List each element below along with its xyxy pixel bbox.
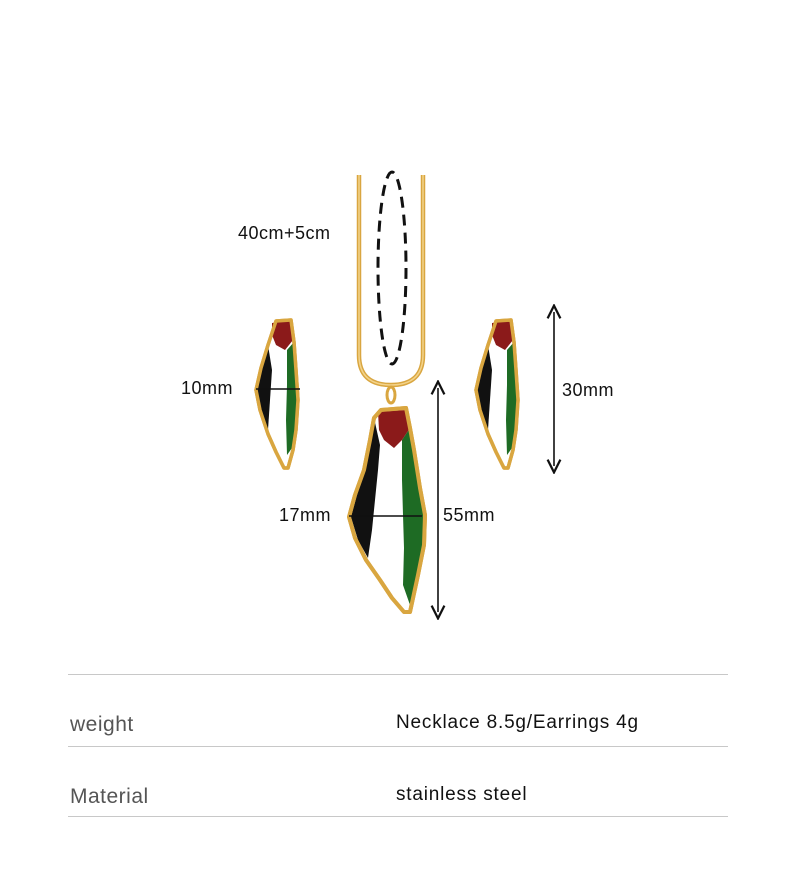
necklace-chain <box>356 175 426 405</box>
spec-value-weight: Necklace 8.5g/Earrings 4g <box>396 712 639 733</box>
right-earring <box>474 318 520 470</box>
earring-width-label: 10mm <box>181 378 234 398</box>
left-earring <box>254 318 300 470</box>
pendant-width-label: 17mm <box>279 505 332 525</box>
pendant-map-flag <box>347 406 427 614</box>
divider-bottom <box>68 816 728 817</box>
spec-key-weight: weight <box>70 713 134 736</box>
spec-value-material: stainless steel <box>396 784 528 805</box>
earring-height-label: 30mm <box>562 380 615 400</box>
divider-top <box>68 674 728 675</box>
chain-length-label: 40cm+5cm <box>238 223 331 243</box>
product-illustration <box>254 170 800 660</box>
divider-middle <box>68 746 728 747</box>
chain-length-indicator <box>376 170 408 366</box>
spec-key-material: Material <box>70 785 149 808</box>
pendant-height-label: 55mm <box>443 505 496 525</box>
